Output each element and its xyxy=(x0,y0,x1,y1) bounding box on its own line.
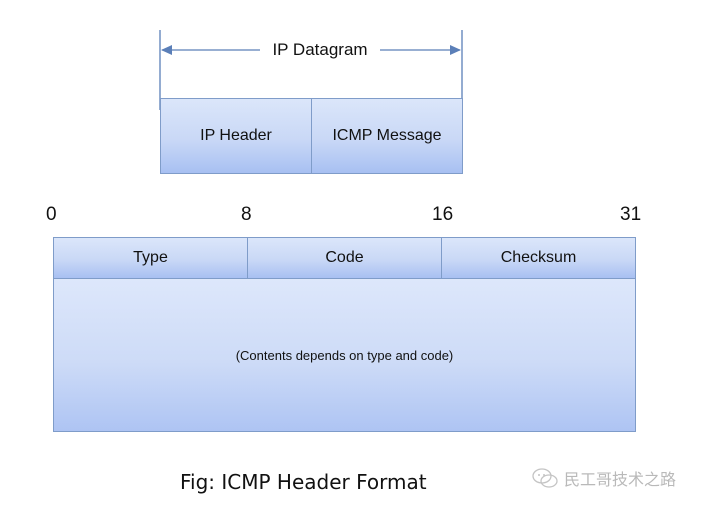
bit-position-label: 0 xyxy=(46,204,57,225)
bit-position-label: 31 xyxy=(620,204,642,225)
icmp-message-cell: ICMP Message xyxy=(311,98,463,174)
type-field: Type xyxy=(53,237,248,279)
watermark: 民工哥技术之路 xyxy=(532,466,676,490)
wechat-icon xyxy=(532,468,558,488)
figure-caption: Fig: ICMP Header Format xyxy=(180,470,427,494)
bit-position-label: 16 xyxy=(432,204,454,225)
contents-field: (Contents depends on type and code) xyxy=(53,278,636,432)
checksum-field: Checksum xyxy=(441,237,636,279)
ip-header-cell: IP Header xyxy=(160,98,312,174)
bit-position-label: 8 xyxy=(241,204,252,225)
datagram-span-arrow xyxy=(159,30,463,110)
datagram-label: IP Datagram xyxy=(260,40,380,60)
watermark-text: 民工哥技术之路 xyxy=(564,472,677,489)
code-field: Code xyxy=(247,237,442,279)
